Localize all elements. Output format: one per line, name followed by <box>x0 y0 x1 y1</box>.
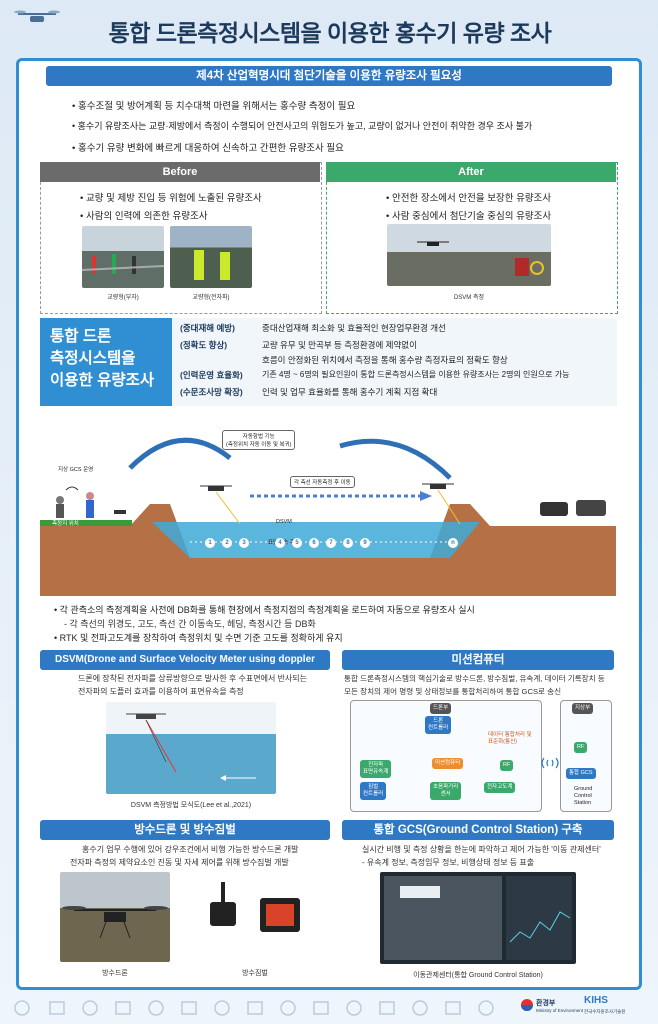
before-bullet-1: 교량 및 제방 진입 등 위험에 노출된 유량조사 <box>80 190 262 204</box>
rf-drone-node: RF <box>500 760 514 771</box>
benefit-label-1: (중대재해 예방) <box>180 323 235 333</box>
measurement-point: 1 <box>205 538 215 548</box>
benefit-label-4: (인력운영 효율화) <box>180 370 243 380</box>
measurement-point: 9 <box>360 538 370 548</box>
ground-station-note: Ground Control Station <box>574 786 593 806</box>
kihs-logo-sub: 한국수자원조사기술원 <box>584 1009 626 1014</box>
gcs-desc-1: 실시간 비행 및 측정 상황을 한눈에 파악하고 제어 가능한 '이동 관제센터… <box>362 845 601 854</box>
rf-ground-node: RF <box>574 742 588 753</box>
gcs-screen-photo <box>380 872 576 964</box>
benefit-label-2: (정확도 향상) <box>180 340 228 350</box>
before-bullet-2: 사람의 인력에 의존한 유량조사 <box>80 208 208 222</box>
before-header: Before <box>40 162 320 182</box>
waterproof-header: 방수드론 및 방수짐벌 <box>40 820 330 840</box>
before-photo-bridge-radar <box>170 226 252 288</box>
section-necessity-header: 제4차 산업혁명시대 첨단기술을 이용한 유량조사 필요성 <box>46 66 612 86</box>
footer-decorative-icons <box>14 1000 494 1016</box>
measurement-point: 6 <box>309 538 319 548</box>
note-2: - 각 측선의 위경도, 고도, 측선 간 이동속도, 헤딩, 측정시간 등 D… <box>64 619 316 629</box>
ground-part-label: 지상부 <box>572 703 594 714</box>
page-title: 통합 드론측정시스템을 이용한 홍수기 유량 조사 <box>108 20 552 46</box>
waterproof-desc-1: 홍수기 업무 수행에 있어 강우조건에서 비행 가능한 방수드론 개발 <box>82 845 299 854</box>
gcs-operation-label: 지상 GCS 운영 <box>58 467 94 473</box>
waterproof-caption-1: 방수드론 <box>102 970 128 977</box>
gcs-header: 통합 GCS(Ground Control Station) 구축 <box>342 820 614 840</box>
benefit-label-5: (수문조사망 확장) <box>180 387 243 397</box>
dsvm-diagram-label: DSVM 표면유속 측정 <box>268 505 300 561</box>
gimbal-controller-node: 짐벌 컨트롤러 <box>360 782 387 800</box>
benefit-text-1: 중대산업재해 최소화 및 효율적인 현장업무환경 개선 <box>262 323 446 333</box>
move-label: 각 측선 자동측정 후 이동 <box>290 476 355 488</box>
callout-box: 통합 드론 측정시스템을 이용한 유량조사 <box>40 318 172 406</box>
radar-velocity-node: 전자파 표면유속계 <box>360 760 392 778</box>
station-label: 측정지 위치 <box>52 521 79 527</box>
benefits-panel <box>172 318 617 406</box>
necessity-bullet-1: 홍수조절 및 방어계획 등 치수대책 마련을 위해서는 홍수량 측정이 필요 <box>72 98 355 112</box>
before-photo-bridge-float <box>82 226 164 288</box>
mission-computer-node: 미션컴퓨터 <box>432 758 464 769</box>
gcs-caption: 이동관제센터(통합 Ground Control Station) <box>413 972 543 979</box>
measurement-point: 8 <box>343 538 353 548</box>
dsvm-header: DSVM(Drone and Surface Velocity Meter us… <box>40 650 330 685</box>
wireless-icon <box>541 757 559 769</box>
dsvm-desc-2: 전자파의 도플러 효과를 이용하여 표면유속을 측정 <box>78 687 244 696</box>
measurement-point: 2 <box>222 538 232 548</box>
after-bullet-1: 안전한 장소에서 안전을 보장한 유량조사 <box>386 190 551 204</box>
ministry-logo-sub: Ministry of Environment <box>536 1008 584 1013</box>
benefit-text-2: 교량 유무 및 만곡부 등 측정환경에 제약없이 <box>262 340 417 350</box>
callout-line-2: 측정시스템을 <box>50 350 136 367</box>
after-photo-dsvm <box>387 224 551 286</box>
measurement-point: 5 <box>292 538 302 548</box>
note-1: 각 관측소의 측정계획을 사전에 DB화를 통해 현장에서 측정지점의 측정계획… <box>54 603 475 616</box>
gcs-desc-2: - 유속계 정보, 측정임무 정보, 비행상태 정보 등 표출 <box>362 858 535 867</box>
after-header: After <box>326 162 616 182</box>
mission-desc-2: 모든 장치의 제어 명령 및 상태정보를 통합처리하여 통합 GCS로 송신 <box>344 687 562 696</box>
ministry-logo: 환경부 <box>536 1000 556 1007</box>
auto-nav-label-2: (측정위치 자동 이동 및 복귀) <box>226 442 292 448</box>
necessity-bullet-3: 홍수기 유량 변화에 빠르게 대응하여 신속하고 간편한 유량조사 필요 <box>72 140 344 154</box>
ministry-logo-icon <box>521 999 533 1011</box>
benefit-text-4: 기존 4명 ~ 6명의 필요인원이 통합 드론측정시스템을 이용한 유량조사는 … <box>262 370 570 379</box>
after-caption: DSVM 측정 <box>453 295 485 301</box>
necessity-bullet-2: 홍수기 유량조사는 교량·제방에서 측정이 수행되어 안전사고의 위험도가 높고… <box>72 119 533 132</box>
ultrasonic-node: 초음파거리 센서 <box>430 782 462 800</box>
waterproof-gimbal-photo <box>190 872 320 962</box>
dsvm-caption: DSVM 측정방법 모식도(Lee et al.,2021) <box>130 802 252 809</box>
mission-desc-1: 통합 드론측정시스템의 핵심기술로 방수드론, 방수짐벌, 유속계, 데이터 기… <box>344 674 605 683</box>
kihs-logo: KIHS <box>584 995 608 1006</box>
dsvm-label-1: DSVM <box>276 519 292 525</box>
altimeter-node: 전자고도계 <box>484 782 516 793</box>
mission-ground-block <box>560 700 612 812</box>
before-caption-2: 교량형(전자파) <box>192 295 230 301</box>
auto-nav-label-1: 자동항법 기능 <box>242 434 275 440</box>
benefit-text-5: 인력 및 업무 효율화를 통해 홍수기 계획 지점 확대 <box>262 387 438 397</box>
drone-part-label: 드론부 <box>430 703 452 714</box>
dsvm-schematic <box>106 702 276 794</box>
note-3: RTK 및 전파고도계를 장착하여 측정위치 및 수면 기준 고도를 정확하게 … <box>54 631 343 644</box>
auto-nav-label: 자동항법 기능 (측정위치 자동 이동 및 복귀) <box>222 430 296 450</box>
after-bullet-2: 사람 중심에서 첨단기술 중심의 유량조사 <box>386 208 551 222</box>
measurement-point: 7 <box>326 538 336 548</box>
callout-line-1: 통합 드론 <box>50 328 112 345</box>
benefit-text-3: 흐름이 안정화된 위치에서 측정을 통해 홍수량 측정자료의 정확도 향상 <box>262 355 508 365</box>
measurement-diagram <box>40 437 616 596</box>
data-integration-note: 데이터 통합처리 및 표준화(통신) <box>488 732 532 745</box>
measurement-point: 4 <box>275 538 285 548</box>
mission-header: 미션컴퓨터 <box>342 650 614 670</box>
before-caption-1: 교량형(부자) <box>107 295 139 301</box>
measurement-point: 3 <box>239 538 249 548</box>
drone-icon <box>14 10 60 22</box>
measurement-point: n <box>448 538 458 548</box>
waterproof-desc-2: 전자파 측정의 제약요소인 진동 및 자세 제어를 위해 방수짐벌 개발 <box>70 858 289 867</box>
dsvm-desc-1: 드론에 장착된 전자파를 상류방향으로 발사한 후 수표면에서 반사되는 <box>78 674 307 683</box>
waterproof-caption-2: 방수짐벌 <box>242 970 268 977</box>
waterproof-drone-photo <box>60 872 170 962</box>
drone-controller-node: 드론 컨트롤러 <box>425 716 452 734</box>
callout-line-3: 이용한 유량조사 <box>50 372 155 389</box>
gcs-node: 통합 GCS <box>566 768 596 779</box>
